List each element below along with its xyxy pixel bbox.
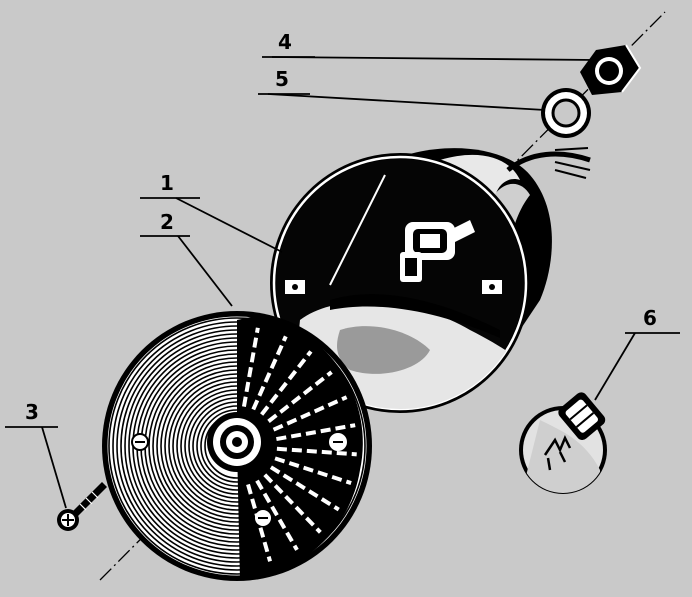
callout-3: 3: [25, 400, 39, 424]
lens-ridge: [108, 317, 366, 575]
wire-strand-c: [554, 169, 587, 179]
callout-6: 6: [643, 306, 657, 330]
lens-rib: [255, 479, 299, 551]
lens-rib: [276, 446, 357, 457]
screw-shank: [72, 482, 107, 517]
bulb: [519, 392, 607, 494]
leader-lines: [5, 56, 680, 509]
bulb-socket: [400, 220, 475, 282]
lens-screw-hole-right: [329, 433, 347, 451]
lens-rib: [274, 456, 352, 485]
reflector-dark-band: [330, 294, 500, 338]
lens-rib: [251, 335, 288, 411]
lens-rib: [269, 465, 340, 512]
reflector-shadow: [337, 326, 430, 374]
bulb-base: [558, 392, 606, 440]
inner-wire: [329, 174, 386, 286]
washer: [541, 88, 591, 138]
lens-screw: [57, 482, 107, 531]
callout-1: 1: [160, 171, 174, 195]
wire-lead: [506, 151, 591, 172]
lens-screw-hole-left: [131, 433, 149, 451]
callout-2: 2: [160, 210, 174, 234]
lens-rim-edge: [104, 313, 370, 579]
callout-4: 4: [278, 30, 292, 54]
lamp-housing: [270, 147, 591, 413]
housing-highlight-edge: [488, 183, 530, 235]
lens-rib: [267, 370, 333, 423]
lens-rib: [241, 327, 260, 407]
bulb-filament: [543, 434, 572, 471]
lens-rib: [260, 350, 313, 416]
mounting-nut: [580, 44, 642, 95]
lamp-lens: [102, 311, 372, 581]
lens-rib: [272, 395, 348, 432]
lens-rib: [276, 423, 356, 442]
wire-strand-a: [554, 147, 589, 151]
lens-rib: [263, 473, 322, 534]
callout-5: 5: [275, 67, 289, 91]
lens-screw-hole-bottom: [255, 510, 271, 526]
wire-strand-b: [554, 161, 591, 171]
